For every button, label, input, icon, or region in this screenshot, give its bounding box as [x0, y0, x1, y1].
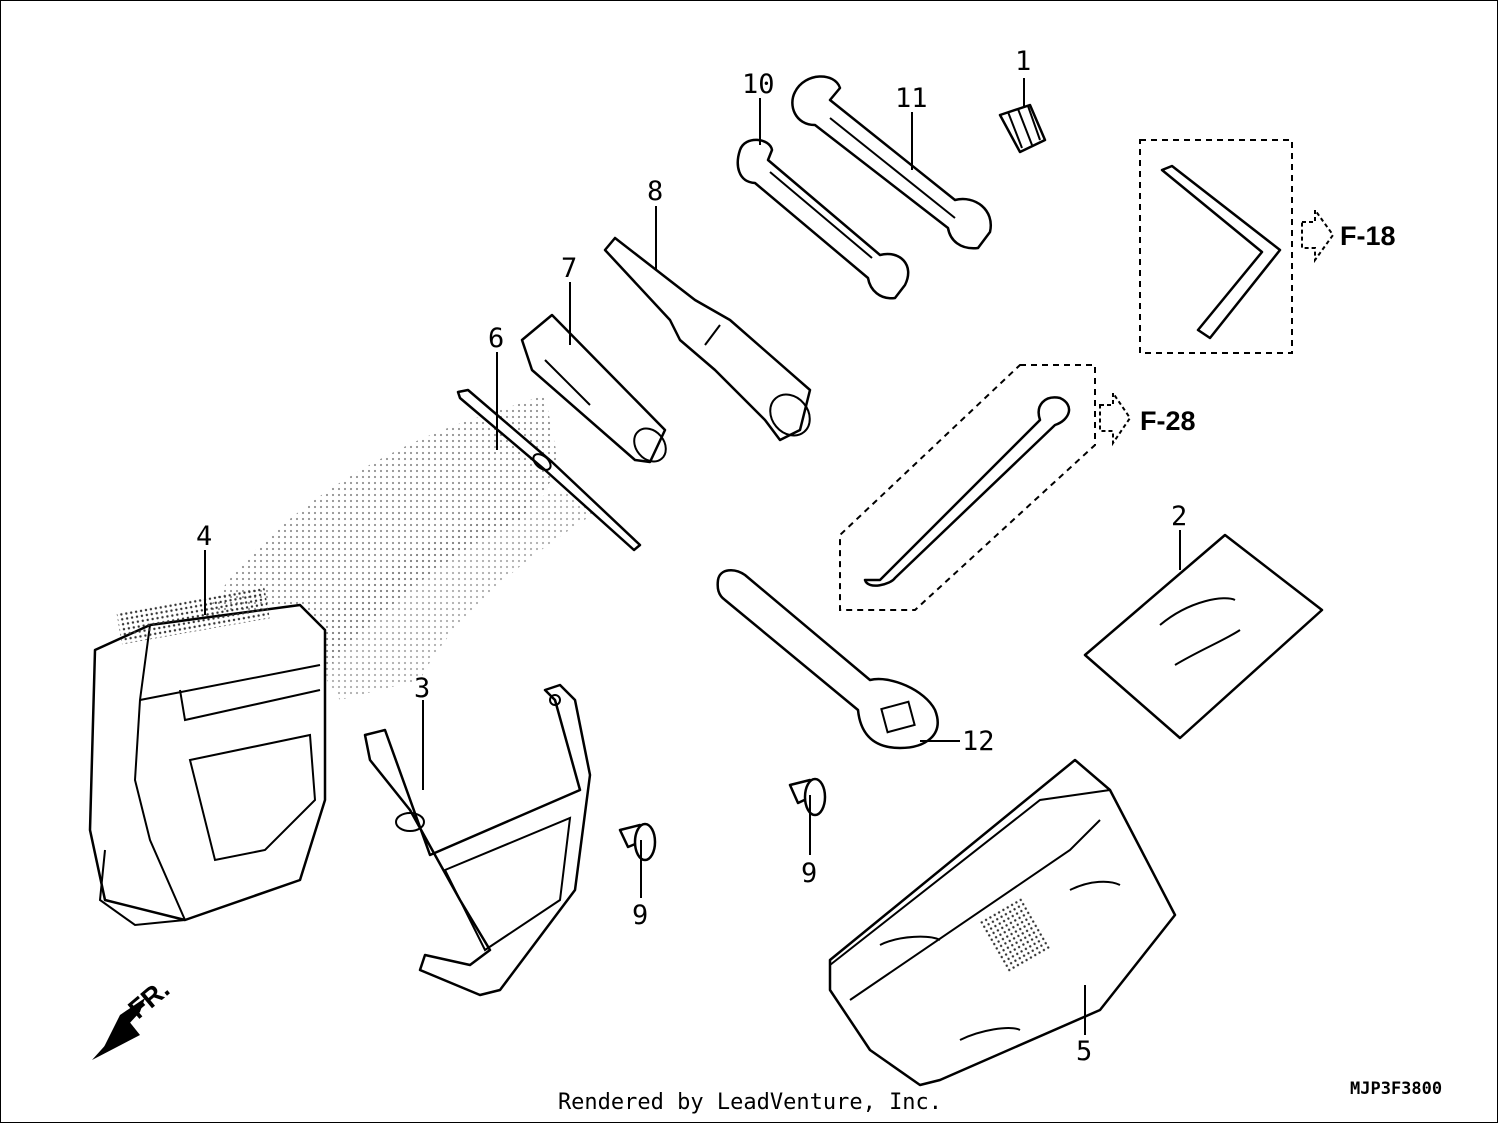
- diagram-code: MJP3F3800: [1350, 1079, 1442, 1099]
- callout-labels: 1 2 3 4 5 6 7 8 9 9 10 11 12: [196, 46, 1187, 1067]
- callout-9-left: 9: [632, 900, 648, 931]
- callout-6: 6: [488, 323, 504, 354]
- arrow-icon-f28: [1099, 389, 1132, 447]
- footer-credit: Rendered by LeadVenture, Inc.: [557, 1090, 943, 1115]
- ring-spanner-part-12[interactable]: [716, 569, 939, 750]
- hex-key-reference-box[interactable]: [1139, 139, 1293, 354]
- callout-9-right: 9: [801, 858, 817, 889]
- callout-1: 1: [1015, 46, 1031, 77]
- callout-12: 12: [962, 726, 995, 757]
- tool-bag-part-5[interactable]: [828, 758, 1177, 1087]
- screwdriver-part-6[interactable]: [456, 388, 642, 552]
- callout-3: 3: [414, 673, 430, 704]
- small-wrench-part-10[interactable]: [736, 138, 910, 300]
- callout-7: 7: [561, 253, 577, 284]
- callout-10: 10: [742, 69, 775, 100]
- bracket-part-3[interactable]: [363, 683, 592, 997]
- reference-f28-link[interactable]: F-28: [1140, 406, 1196, 436]
- reference-f18-link[interactable]: F-18: [1340, 221, 1396, 251]
- callout-5: 5: [1076, 1036, 1092, 1067]
- callout-2: 2: [1171, 501, 1187, 532]
- tool-cover-part-4[interactable]: [88, 586, 327, 927]
- handle-part-7[interactable]: [520, 313, 672, 468]
- bolt-part-9-left[interactable]: [618, 822, 657, 862]
- front-direction-arrow-icon: [92, 998, 145, 1060]
- pin-wrench-reference-box[interactable]: [839, 364, 1096, 611]
- callout-4: 4: [196, 521, 212, 552]
- bolt-part-9-right[interactable]: [788, 777, 827, 817]
- socket-wrench-part-8[interactable]: [603, 236, 818, 443]
- leader-lines: [204, 78, 1181, 1035]
- arrow-icon-f18: [1301, 206, 1335, 264]
- manual-part-2[interactable]: [1083, 533, 1324, 740]
- callout-8: 8: [647, 176, 663, 207]
- large-wrench-part-11[interactable]: [791, 75, 993, 250]
- callout-11: 11: [895, 83, 928, 114]
- clip-part-1[interactable]: [998, 103, 1047, 154]
